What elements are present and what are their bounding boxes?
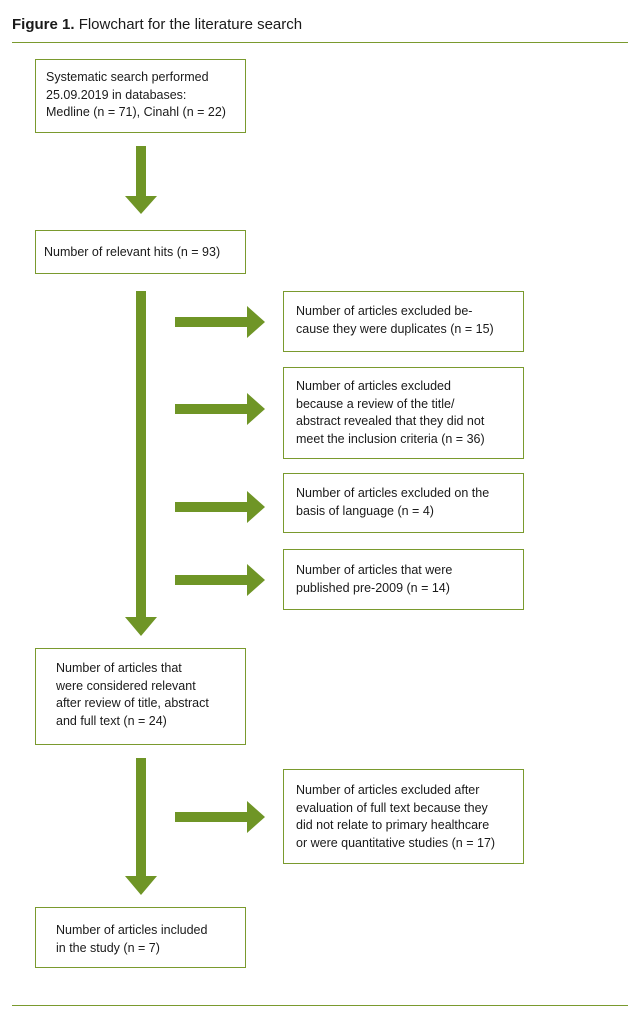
figure-title: Flowchart for the literature search <box>78 16 303 33</box>
right-arrow-icon <box>175 306 265 338</box>
relevant-hits-box: Number of relevant hits (n = 93) <box>35 230 246 274</box>
right-arrow-icon <box>175 801 265 833</box>
excluded-criteria-box: Number of articles excluded because a re… <box>283 367 524 459</box>
excluded-date-box: Number of articles that were published p… <box>283 549 524 610</box>
right-arrow-icon <box>175 491 265 523</box>
bottom-rule <box>12 1005 628 1006</box>
excluded-date-text: Number of articles that were published p… <box>296 563 453 595</box>
excluded-language-text: Number of articles excluded on the basis… <box>296 486 490 518</box>
top-rule <box>12 42 628 43</box>
down-arrow-icon <box>125 291 157 636</box>
right-arrow-icon <box>175 393 265 425</box>
right-arrow-icon <box>175 564 265 596</box>
excluded-duplicates-text: Number of articles excluded be- cause th… <box>296 304 494 336</box>
search-box-text: Systematic search performed 25.09.2019 i… <box>46 70 226 119</box>
down-arrow-icon <box>125 758 157 895</box>
figure-label: Figure 1. <box>12 16 75 33</box>
included-text: Number of articles included in the study… <box>56 923 208 955</box>
included-box: Number of articles included in the study… <box>35 907 246 968</box>
excluded-language-box: Number of articles excluded on the basis… <box>283 473 524 533</box>
down-arrow-icon <box>125 146 157 214</box>
search-box: Systematic search performed 25.09.2019 i… <box>35 59 246 133</box>
figure-caption: Figure 1. Flowchart for the literature s… <box>12 15 302 35</box>
excluded-fulltext-box: Number of articles excluded after evalua… <box>283 769 524 864</box>
excluded-criteria-text: Number of articles excluded because a re… <box>296 379 485 446</box>
considered-relevant-box: Number of articles that were considered … <box>35 648 246 745</box>
excluded-duplicates-box: Number of articles excluded be- cause th… <box>283 291 524 352</box>
excluded-fulltext-text: Number of articles excluded after evalua… <box>296 783 496 850</box>
considered-relevant-text: Number of articles that were considered … <box>56 661 209 728</box>
relevant-hits-text: Number of relevant hits (n = 93) <box>44 245 221 259</box>
